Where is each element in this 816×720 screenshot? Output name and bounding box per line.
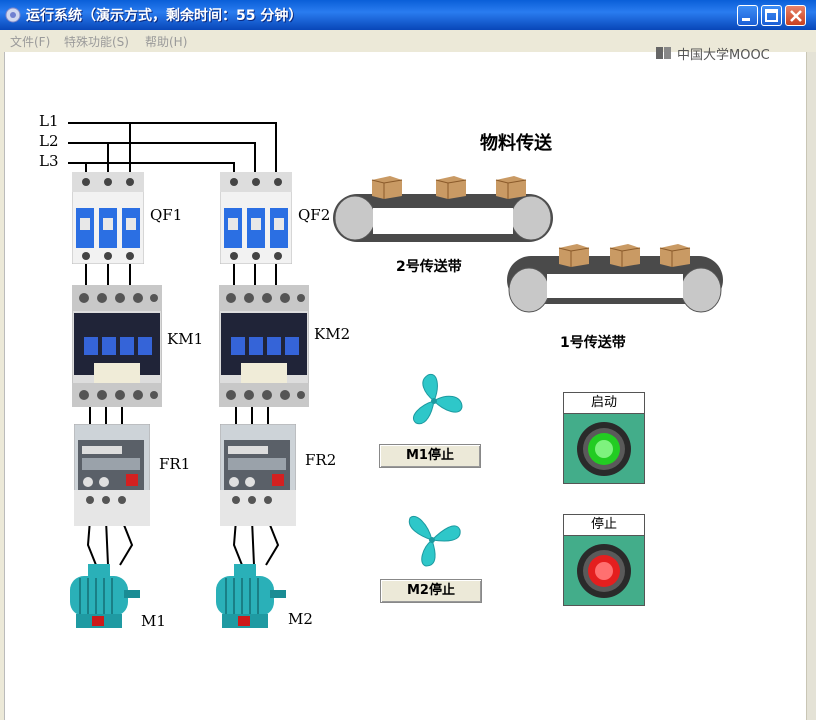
menu-file[interactable]: 文件(F) bbox=[10, 35, 51, 49]
belt-1-label: 1号传送带 bbox=[560, 335, 626, 351]
contactor-label-km2: KM2 bbox=[314, 325, 351, 343]
minimize-icon bbox=[742, 18, 750, 21]
contactor-km2 bbox=[219, 285, 309, 407]
m1-status-button[interactable]: M1停止 bbox=[379, 444, 481, 468]
conveyor-belt-2 bbox=[333, 194, 553, 242]
overload-relay-fr1 bbox=[74, 424, 150, 526]
maximize-button[interactable] bbox=[761, 5, 782, 26]
conveyor-belt-1 bbox=[507, 256, 723, 313]
close-button[interactable] bbox=[785, 5, 806, 26]
overload-relay-fr2 bbox=[220, 424, 296, 526]
belt-2-label: 2号传送带 bbox=[396, 259, 462, 275]
motor-label-m1: M1 bbox=[141, 612, 166, 630]
package-icon bbox=[609, 244, 641, 267]
watermark: 中国大学MOOC bbox=[677, 48, 770, 63]
contactor-km1 bbox=[72, 285, 162, 407]
conveyor-title: 物料传送 bbox=[480, 133, 552, 154]
mooc-logo-icon bbox=[656, 47, 671, 59]
overload-label-fr1: FR1 bbox=[159, 455, 191, 473]
package-icon bbox=[371, 176, 403, 199]
breaker-label-qf1: QF1 bbox=[150, 206, 183, 224]
stop-panel[interactable]: 停止 bbox=[563, 514, 645, 606]
motor-m1-icon bbox=[70, 564, 140, 628]
line-label-l3: L3 bbox=[39, 152, 59, 170]
title-bar: 运行系统（演示方式，剩余时间：55 分钟） bbox=[0, 0, 816, 30]
contactor-label-km1: KM1 bbox=[167, 330, 204, 348]
start-lamp-icon[interactable] bbox=[575, 420, 633, 478]
package-icon bbox=[495, 176, 527, 199]
stop-label: 停止 bbox=[564, 515, 644, 536]
menu-bar: 文件(F) 特殊功能(S) 帮助(H) bbox=[0, 30, 816, 52]
menu-special[interactable]: 特殊功能(S) bbox=[64, 35, 129, 49]
fan-m2-icon bbox=[408, 516, 461, 567]
overload-label-fr2: FR2 bbox=[305, 451, 337, 469]
maximize-icon bbox=[765, 9, 778, 22]
breaker-label-qf2: QF2 bbox=[298, 206, 331, 224]
breaker-qf1 bbox=[72, 172, 144, 264]
window-title: 运行系统（演示方式，剩余时间：55 分钟） bbox=[26, 8, 303, 24]
line-label-l1: L1 bbox=[39, 112, 59, 130]
fan-m1-icon bbox=[412, 373, 463, 425]
line-label-l2: L2 bbox=[39, 132, 59, 150]
close-icon bbox=[790, 10, 802, 22]
package-icon bbox=[558, 244, 590, 267]
motor-label-m2: M2 bbox=[288, 610, 313, 628]
motor-m2-icon bbox=[216, 564, 286, 628]
stop-lamp-icon[interactable] bbox=[575, 542, 633, 600]
menu-help[interactable]: 帮助(H) bbox=[145, 35, 188, 49]
start-label: 启动 bbox=[564, 393, 644, 414]
package-icon bbox=[435, 176, 467, 199]
minimize-button[interactable] bbox=[737, 5, 758, 26]
app-icon bbox=[5, 7, 21, 23]
window-frame bbox=[806, 52, 816, 720]
m2-status-button[interactable]: M2停止 bbox=[380, 579, 482, 603]
breaker-qf2 bbox=[220, 172, 292, 264]
start-panel[interactable]: 启动 bbox=[563, 392, 645, 484]
package-icon bbox=[659, 244, 691, 267]
